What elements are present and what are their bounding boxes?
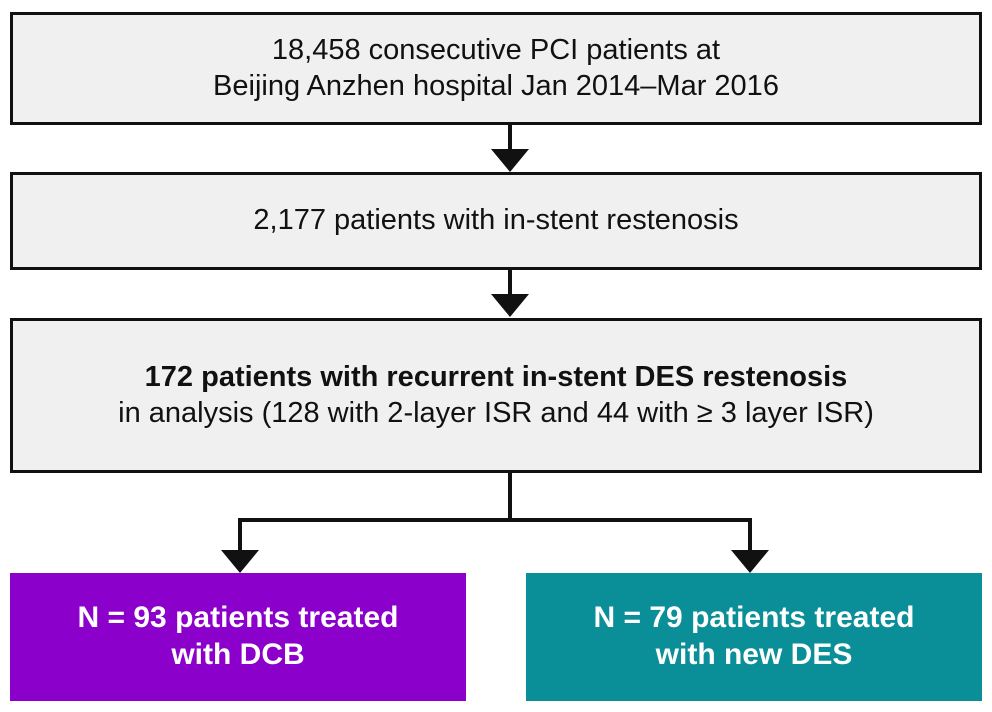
down-arrow-icon-to-des xyxy=(731,550,769,573)
node-new-des-arm-line-2: with new DES xyxy=(655,638,853,671)
node-recurrent-des-restenosis-line-2: in analysis (128 with 2-layer ISR and 44… xyxy=(118,396,874,429)
connector-stem-to-des xyxy=(748,518,752,551)
connector-bar-treatment-split xyxy=(238,518,752,522)
connector-stem-recurrent-split xyxy=(508,473,512,520)
node-pci-cohort-line-2: Beijing Anzhen hospital Jan 2014–Mar 201… xyxy=(213,69,779,102)
node-dcb-arm-line-2: with DCB xyxy=(171,638,305,671)
node-dcb-arm: N = 93 patients treated with DCB xyxy=(10,573,466,701)
node-dcb-arm-line-1: N = 93 patients treated xyxy=(77,601,399,635)
node-new-des-arm-line-1: N = 79 patients treated xyxy=(593,601,915,635)
node-in-stent-restenosis-line-1: 2,177 patients with in-stent restenosis xyxy=(253,204,739,237)
node-pci-cohort-line-1: 18,458 consecutive PCI patients at xyxy=(271,34,721,67)
node-in-stent-restenosis: 2,177 patients with in-stent restenosis xyxy=(10,172,982,270)
down-arrow-icon-isr-to-recurrent xyxy=(491,294,529,317)
node-pci-cohort: 18,458 consecutive PCI patients at Beiji… xyxy=(10,12,982,125)
node-new-des-arm: N = 79 patients treated with new DES xyxy=(526,573,982,701)
connector-stem-isr-to-recurrent xyxy=(508,270,512,295)
node-recurrent-des-restenosis: 172 patients with recurrent in-stent DES… xyxy=(10,318,982,473)
node-recurrent-des-restenosis-line-1: 172 patients with recurrent in-stent DES… xyxy=(144,361,848,394)
connector-stem-cohort-to-isr xyxy=(508,125,512,150)
connector-stem-to-dcb xyxy=(238,518,242,551)
down-arrow-icon-to-dcb xyxy=(221,550,259,573)
down-arrow-icon-cohort-to-isr xyxy=(491,149,529,172)
